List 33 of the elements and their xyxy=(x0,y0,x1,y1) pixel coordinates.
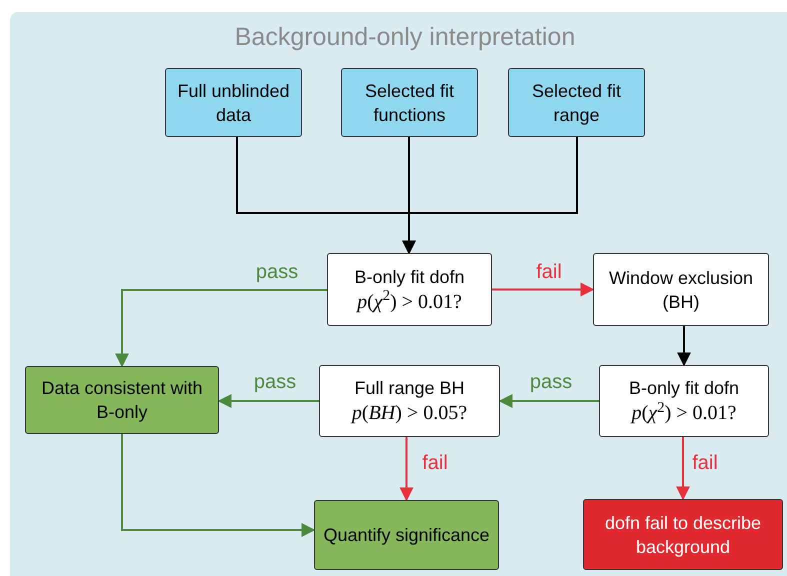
node-text: Full unblinded data xyxy=(176,80,291,126)
arrow xyxy=(676,437,690,500)
node-text: Full range BH xyxy=(354,377,465,400)
node-text: Quantify significance xyxy=(323,524,490,547)
input-box xyxy=(341,68,478,137)
formula-text: p(χ$^{2}$) > 0.01? xyxy=(632,400,736,426)
result-box xyxy=(314,500,499,570)
arrow xyxy=(121,434,316,537)
result-box xyxy=(25,366,219,434)
failure-box xyxy=(583,499,783,570)
node-text: dofn fail to describe background xyxy=(604,512,762,558)
formula-text: p(BH) > 0.05? xyxy=(352,401,468,426)
arrow xyxy=(677,326,691,366)
input-box xyxy=(508,68,645,137)
process-box xyxy=(593,253,769,326)
arrow xyxy=(400,437,414,502)
node-text: Data consistent with B-only xyxy=(40,377,204,424)
decision-box xyxy=(319,365,500,437)
node-text: Selected fit range xyxy=(530,80,622,126)
formula-text: p(χ$^{2}$) > 0.01? xyxy=(357,288,462,314)
node-text: B-only fit dofn xyxy=(628,377,740,400)
input-box xyxy=(165,68,302,137)
node-text: Window exclusion (BH) xyxy=(608,266,754,314)
decision-box xyxy=(599,365,769,437)
arrow xyxy=(115,289,327,368)
arrow xyxy=(402,137,578,254)
arrow xyxy=(498,394,599,408)
decision-box xyxy=(327,253,492,326)
node-text: Selected fit functions xyxy=(364,80,456,126)
diagram-title: Background-only interpretation xyxy=(234,22,576,53)
arrow xyxy=(218,394,319,408)
arrow xyxy=(492,282,594,296)
node-text: B-only fit dofn xyxy=(354,266,465,288)
